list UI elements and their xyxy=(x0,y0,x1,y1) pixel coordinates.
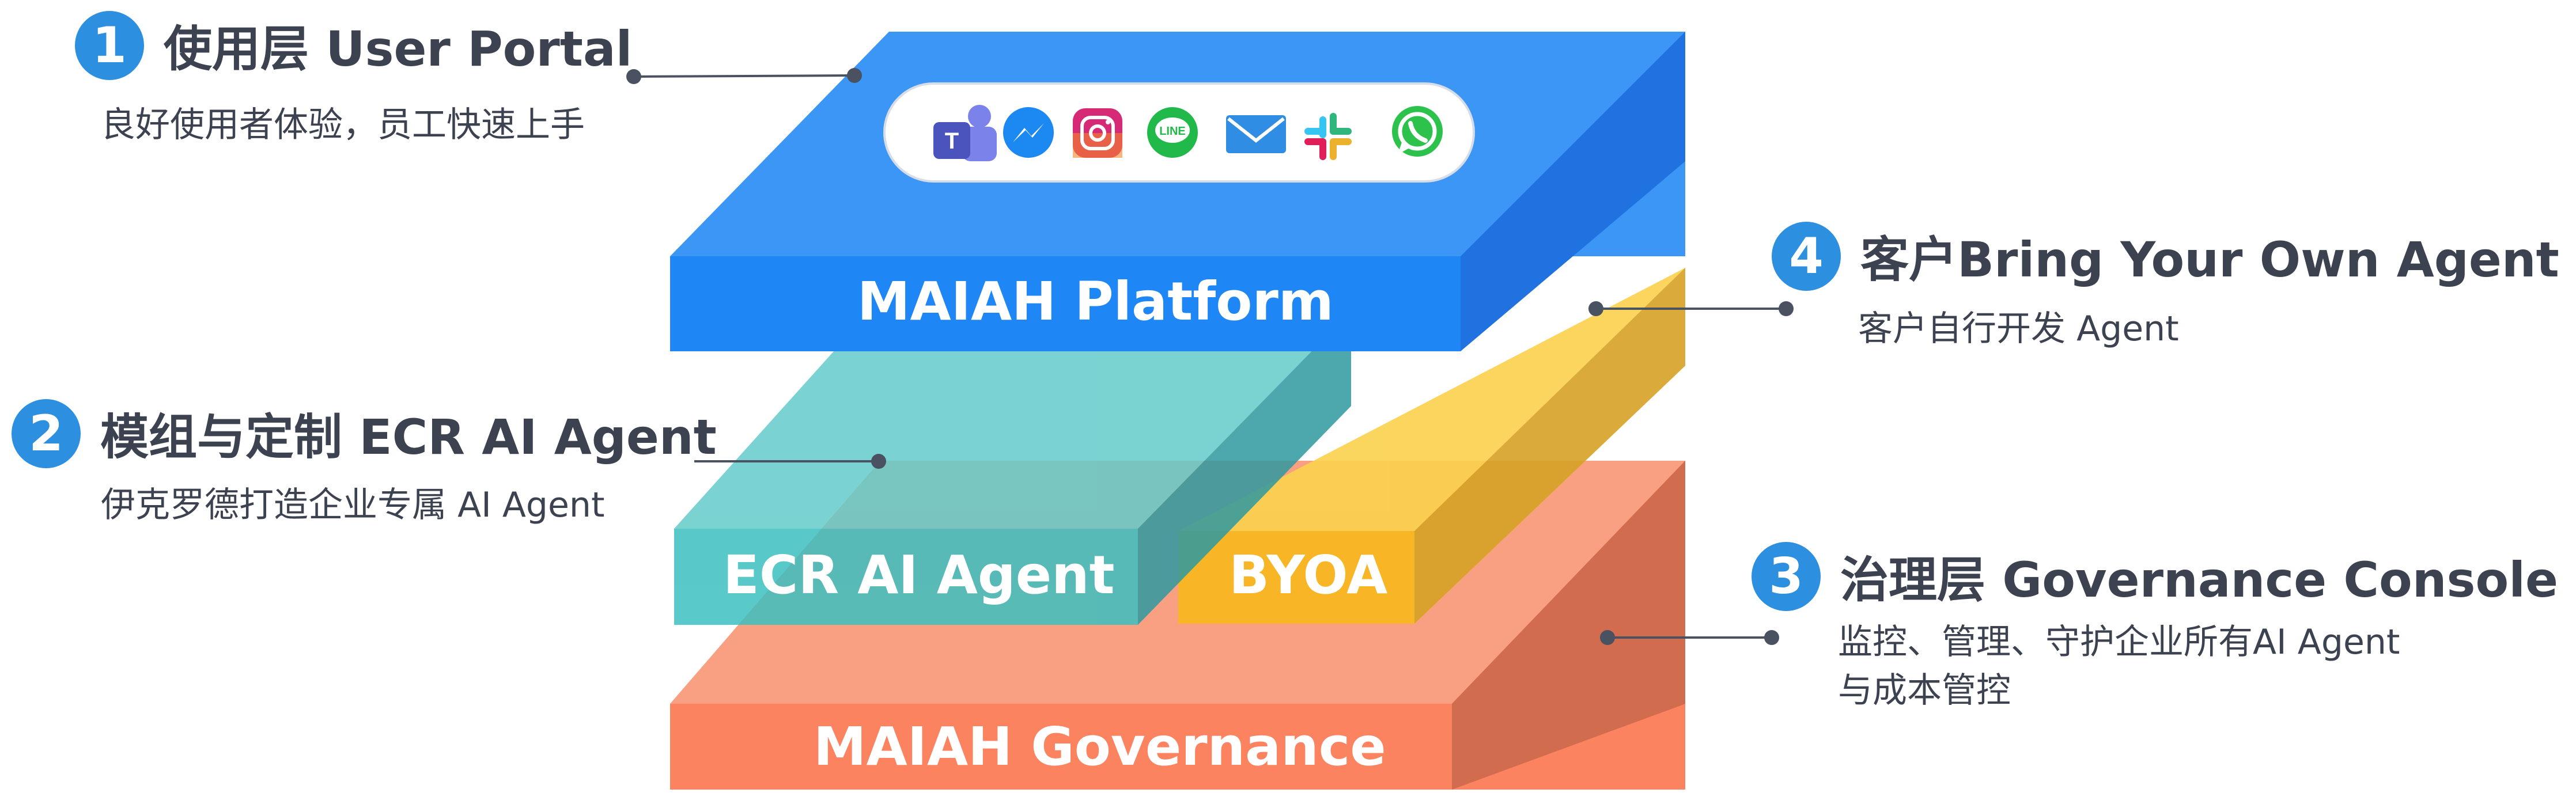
callout-ecr-ai-agent: 2 模组与定制 ECR AI Agent 伊克罗德打造企业专属 AI Agent xyxy=(12,399,717,529)
platform-side-face xyxy=(1461,32,1685,351)
step-number-badge: 1 xyxy=(75,10,144,80)
whatsapp-icon[interactable] xyxy=(1392,106,1443,157)
svg-text:LINE: LINE xyxy=(1159,125,1186,138)
governance-layer-label: MAIAH Governance xyxy=(814,716,1386,777)
governance-front-face xyxy=(670,704,1685,790)
callout-description: 监控、管理、守护企业所有AI Agent xyxy=(1838,622,2400,662)
line-icon[interactable]: LINE xyxy=(1147,107,1198,158)
callout-title: 使用层 User Portal xyxy=(164,21,633,77)
callout-governance-console: 3 治理层 Governance Console 监控、管理、守护企业所有AI … xyxy=(1752,541,2558,715)
callout-title: 客户Bring Your Own Agent xyxy=(1860,232,2559,288)
leader-lines xyxy=(626,68,1794,645)
instagram-icon[interactable] xyxy=(1073,108,1122,158)
leader-line-1 xyxy=(633,74,855,78)
ecr-layer xyxy=(674,311,1351,625)
ecr-layer-label: ECR AI Agent xyxy=(723,544,1115,606)
callout-byoa: 4 客户Bring Your Own Agent 客户自行开发 Agent xyxy=(1772,221,2559,353)
platform-layer: T LINE xyxy=(670,32,1685,351)
callout-user-portal: 1 使用层 User Portal 良好使用者体验，员工快速上手 xyxy=(75,10,632,149)
callout-description: 良好使用者体验，员工快速上手 xyxy=(101,105,585,145)
platform-front-face xyxy=(670,256,1461,351)
messenger-icon[interactable] xyxy=(1003,107,1054,158)
callout-description: 伊克罗德打造企业专属 AI Agent xyxy=(101,485,605,525)
mail-icon[interactable] xyxy=(1226,115,1286,153)
byoa-front-face xyxy=(1178,531,1414,624)
ecr-top-face xyxy=(674,311,1351,529)
ecr-side-face xyxy=(1138,311,1351,625)
step-number-badge: 2 xyxy=(12,399,81,468)
callout-title: 治理层 Governance Console xyxy=(1840,552,2558,608)
step-number-badge: 3 xyxy=(1752,541,1821,611)
step-number-badge: 4 xyxy=(1772,221,1841,291)
callout-description: 客户自行开发 Agent xyxy=(1858,309,2179,349)
byoa-side-face xyxy=(1414,268,1685,624)
platform-layer-label: MAIAH Platform xyxy=(857,271,1334,332)
slack-icon[interactable] xyxy=(1304,113,1352,160)
callout-title: 模组与定制 ECR AI Agent xyxy=(100,409,717,465)
byoa-layer xyxy=(1178,268,1685,624)
byoa-layer-label: BYOA xyxy=(1229,544,1388,606)
ecr-front-face xyxy=(674,529,1138,625)
callout-description-line-2: 与成本管控 xyxy=(1838,670,2011,711)
svg-text:T: T xyxy=(945,128,959,154)
teams-icon[interactable]: T xyxy=(933,105,997,161)
